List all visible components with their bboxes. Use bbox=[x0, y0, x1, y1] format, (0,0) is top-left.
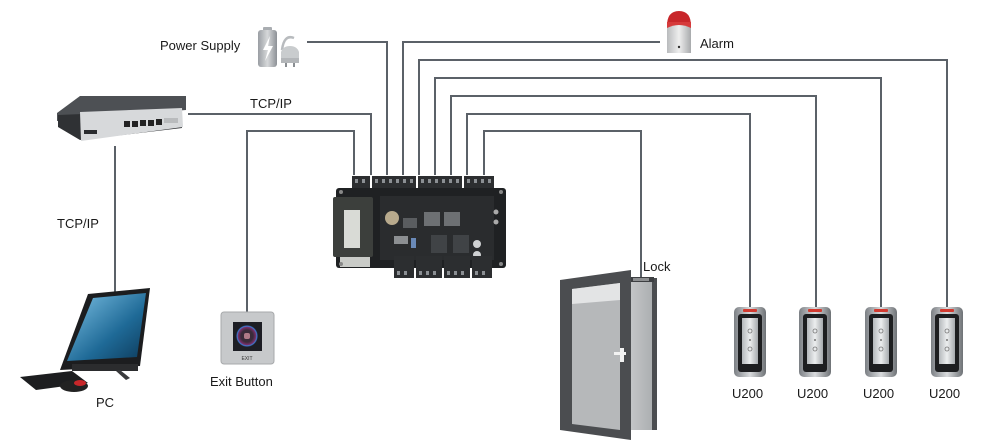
exit-button-icon: EXIT bbox=[220, 311, 275, 365]
switch-link-label: TCP/IP bbox=[250, 96, 292, 111]
exit-button-label: Exit Button bbox=[210, 374, 273, 389]
door-lock-icon bbox=[560, 270, 657, 440]
card-reader-icon bbox=[865, 307, 897, 377]
wire-reader-4 bbox=[418, 59, 948, 307]
alarm-label: Alarm bbox=[700, 36, 734, 51]
wire-reader-3 bbox=[434, 77, 882, 307]
card-readers bbox=[734, 307, 963, 377]
reader-label: U200 bbox=[863, 386, 895, 401]
network-switch-icon bbox=[57, 96, 186, 141]
card-reader-icon bbox=[799, 307, 831, 377]
pc-link-label: TCP/IP bbox=[57, 216, 99, 231]
card-reader-icon bbox=[931, 307, 963, 377]
wire-reader-1 bbox=[466, 113, 751, 307]
card-reader-icon bbox=[734, 307, 766, 377]
reader-label: U200 bbox=[732, 386, 764, 401]
exit-button-text: EXIT bbox=[241, 356, 252, 362]
controller-board-icon bbox=[333, 176, 506, 278]
power-supply-label: Power Supply bbox=[160, 38, 241, 53]
pc-label: PC bbox=[96, 395, 115, 410]
wire-power-supply bbox=[307, 41, 388, 175]
siren-icon bbox=[667, 11, 691, 53]
wire-reader-2 bbox=[450, 95, 817, 307]
wire-lock bbox=[483, 130, 642, 278]
reader-label: U200 bbox=[929, 386, 961, 401]
wire-alarm bbox=[402, 41, 660, 175]
wires bbox=[114, 41, 948, 312]
lock-label: Lock bbox=[643, 259, 671, 274]
wire-exit-button bbox=[246, 130, 355, 312]
battery-plug-icon bbox=[258, 27, 299, 67]
reader-label: U200 bbox=[797, 386, 829, 401]
wire-switch-controller bbox=[188, 113, 372, 175]
all-in-one-pc-icon bbox=[20, 288, 150, 392]
